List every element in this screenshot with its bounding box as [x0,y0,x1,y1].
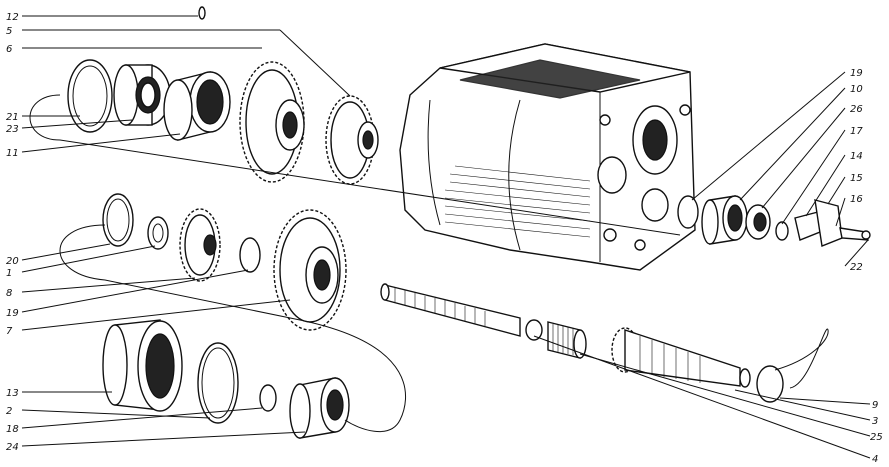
coupling-13 [102,319,183,412]
callout-10: 10 [850,84,863,95]
snap-ring-9 [756,365,784,403]
callout-25: 25 [870,432,883,443]
gear-5 [325,95,379,185]
callout-19-left: 19 [6,308,19,319]
callout-3: 3 [872,416,878,427]
callout-13: 13 [6,388,19,399]
shaft-4 [380,283,543,341]
nut-22 [861,230,871,240]
gear-8 [179,208,221,282]
bearing-10 [701,195,748,245]
callout-12: 12 [6,12,19,23]
shaft-3 [611,327,751,388]
sleeve-11 [163,71,231,141]
pin-12 [198,6,206,20]
callout-8: 8 [6,288,12,299]
snap-ring-19 [239,237,261,273]
callout-6: 6 [6,44,12,55]
callout-16: 16 [850,194,863,205]
bearing-26 [745,204,771,240]
callout-21: 21 [6,112,19,123]
bearing-24 [289,377,350,439]
snap-ring-18 [259,384,277,412]
snap-ring-2 [197,342,239,424]
lock-plate-14 [794,211,821,241]
callout-14: 14 [850,151,863,162]
callout-7: 7 [6,326,13,337]
ring-17 [775,221,789,241]
callout-1: 1 [6,268,12,279]
snap-ring-21 [67,59,113,133]
callout-4: 4 [872,454,878,465]
callout-5: 5 [6,26,12,37]
callout-9: 9 [872,400,878,411]
callout-2: 2 [6,406,12,417]
assembly-line-right [774,328,829,389]
cover-15 [814,199,843,247]
callout-15: 15 [850,173,863,184]
callout-22: 22 [850,262,863,273]
callout-23: 23 [6,124,19,135]
callout-19-right: 19 [850,68,863,79]
snap-ring-20 [102,193,134,247]
bearing-23 [113,64,171,126]
callout-17: 17 [850,126,863,137]
assembly-line-middle [59,224,407,433]
assembly-line-upper [29,94,681,236]
washer-1 [147,216,169,250]
callout-20: 20 [6,256,19,267]
callout-26: 26 [850,104,863,115]
callout-11: 11 [6,148,19,159]
leader-lines [21,15,871,459]
callout-18: 18 [6,424,19,435]
seal-19 [677,195,699,229]
gear-6 [239,61,305,183]
gear-7 [273,209,347,331]
callout-24: 24 [6,442,19,453]
gearbox-housing [399,43,696,271]
